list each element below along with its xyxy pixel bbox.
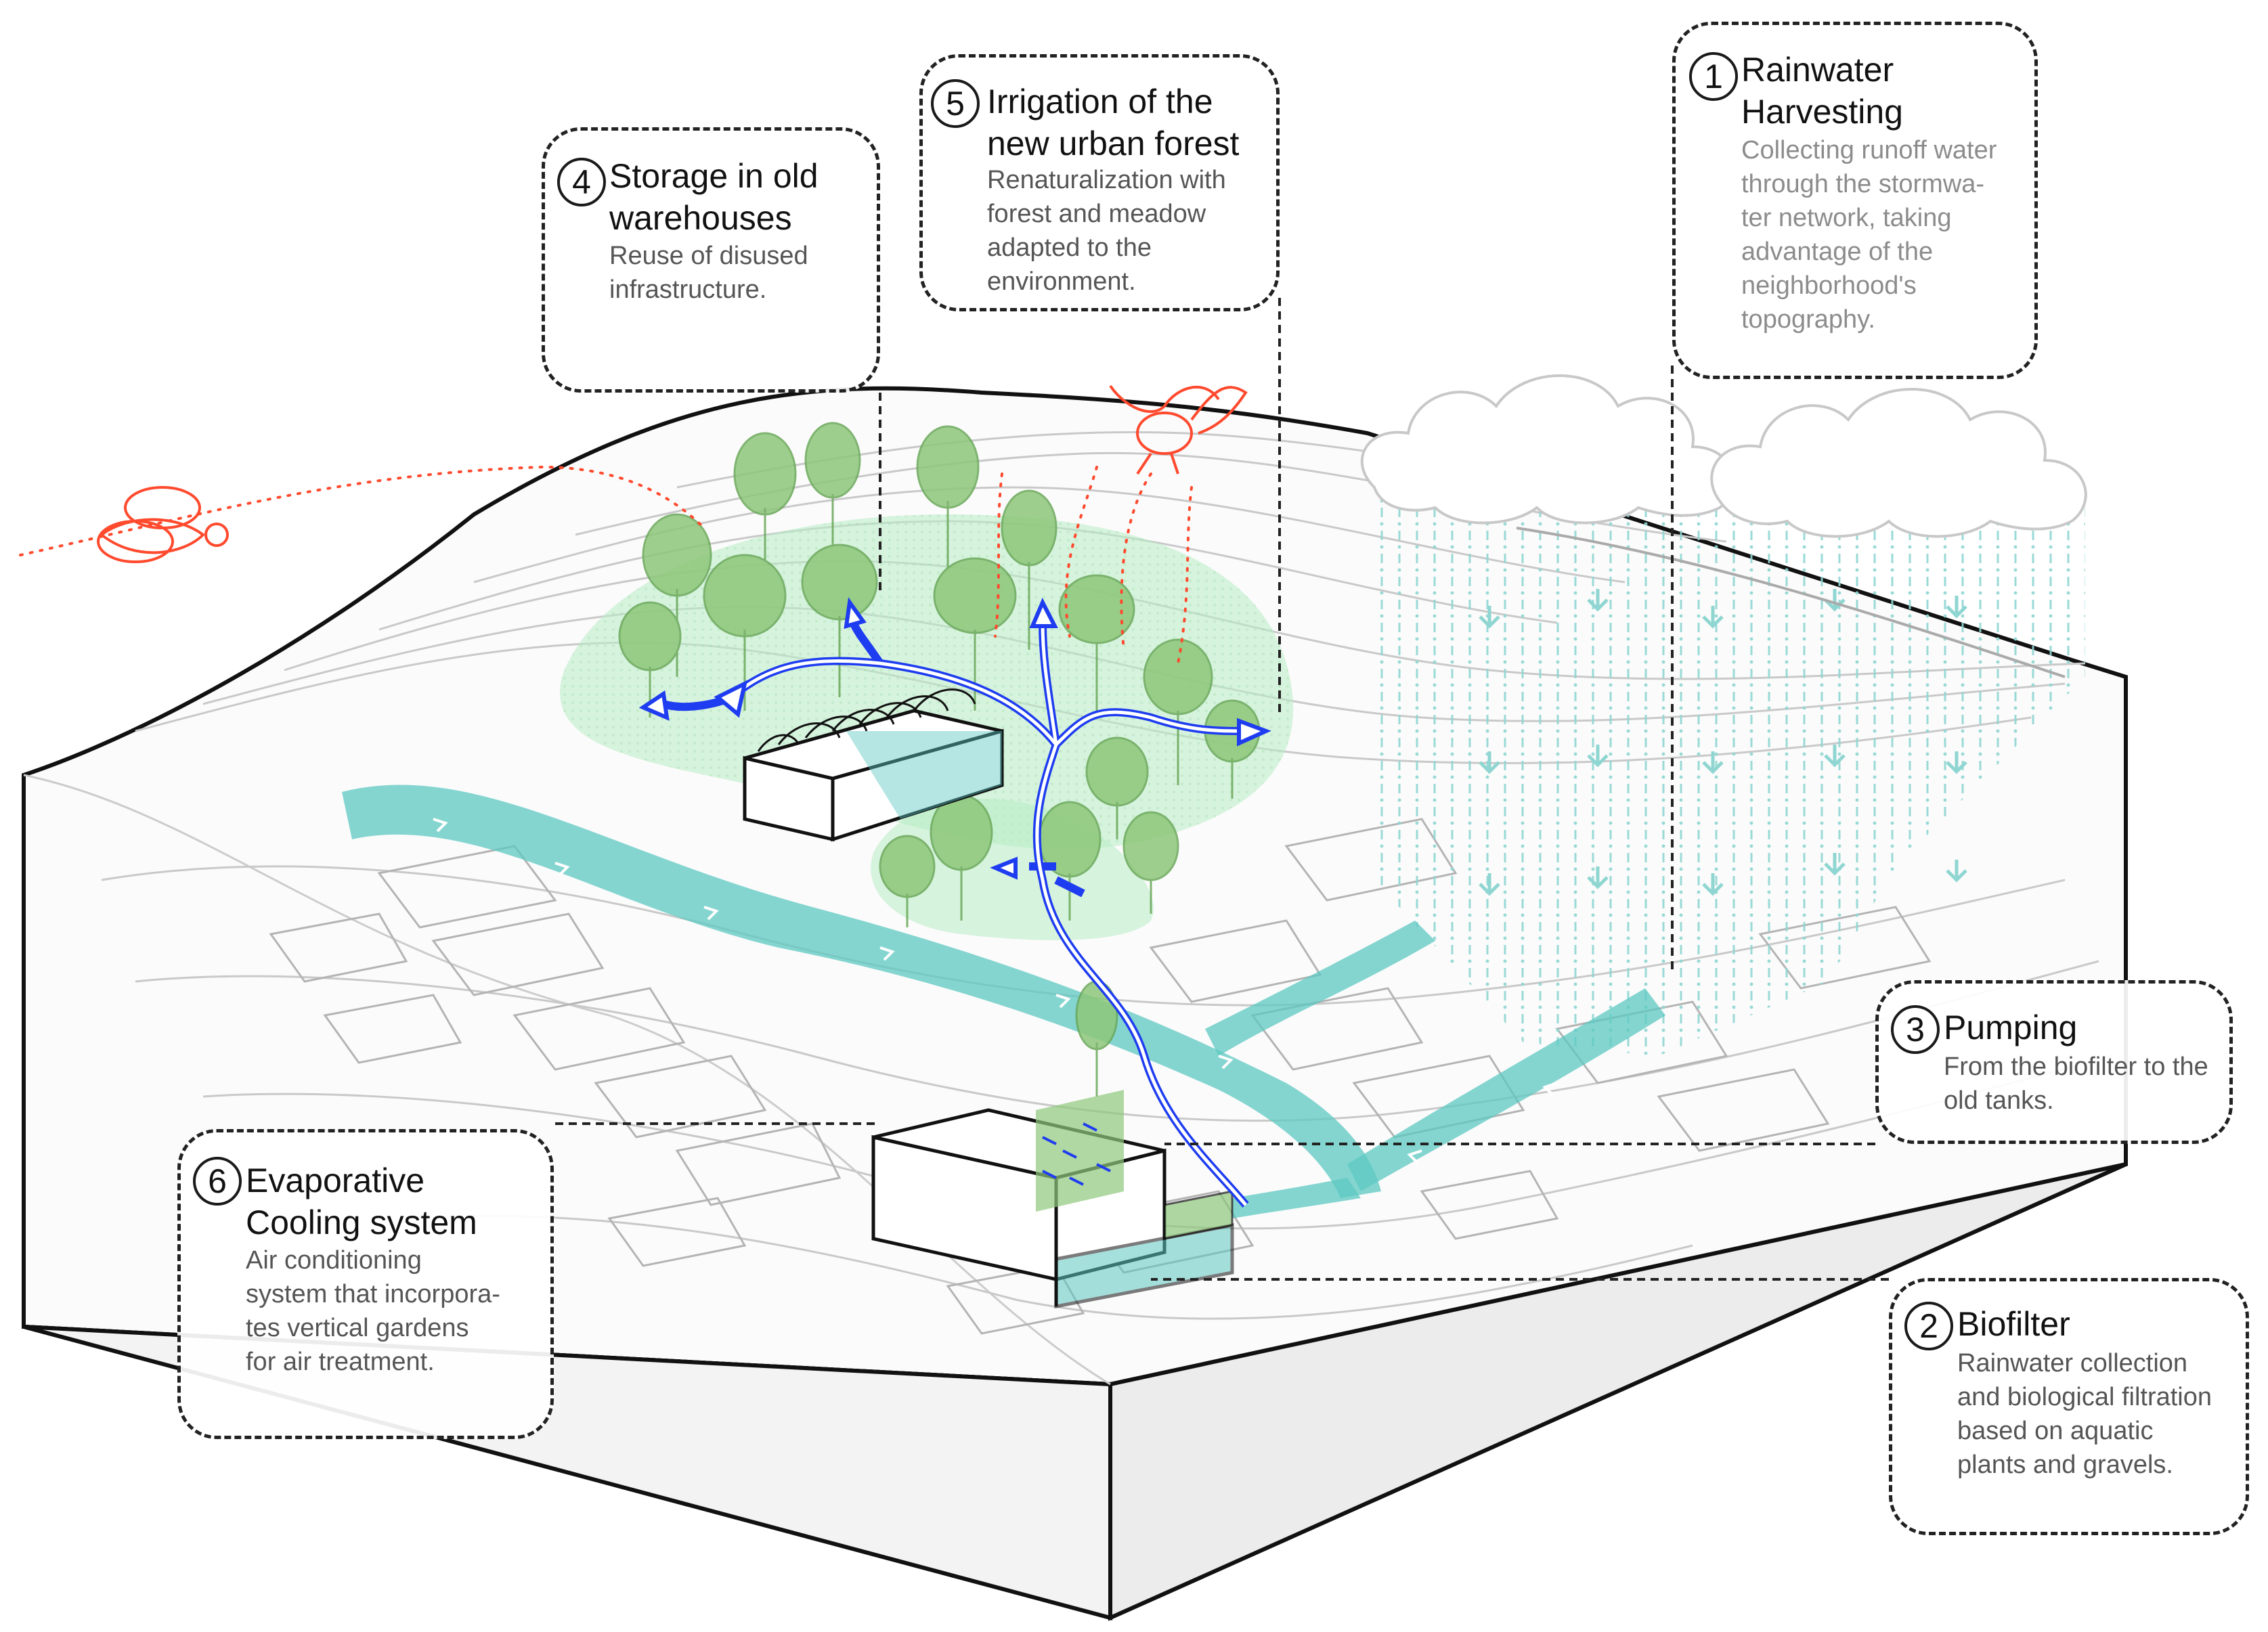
callout-description: Collecting runoff water: [1741, 136, 1997, 164]
callout-description: environment.: [987, 267, 1136, 296]
callout-description: Renaturalization with: [987, 166, 1226, 194]
warehouse-icon: [743, 688, 1004, 842]
callout-title: Evaporative: [246, 1162, 425, 1199]
cloud-icon: [1360, 374, 2087, 538]
leader-lines: [555, 298, 1889, 1281]
callout-description: Rainwater collection: [1957, 1349, 2188, 1377]
callout-description: neighborhood's: [1741, 271, 1917, 300]
callout-description: based on aquatic: [1957, 1417, 2154, 1445]
callout-number-badge: 6: [193, 1157, 242, 1206]
callout-title: warehouses: [609, 199, 792, 237]
bee-flight-path: [19, 465, 705, 556]
callout-description: advantage of the: [1741, 238, 1934, 266]
callout-biofilter: 2 Biofilter Rainwater collection and bio…: [1889, 1278, 2249, 1535]
callout-description: infrastructure.: [609, 275, 767, 304]
callout-description: forest and meadow: [987, 200, 1206, 228]
callout-description: old tanks.: [1944, 1086, 2054, 1115]
callout-description: Reuse of disused: [609, 242, 808, 270]
callout-title: Harvesting: [1741, 93, 1903, 131]
bird-flight-paths: [994, 466, 1193, 665]
callout-number-badge: 1: [1689, 52, 1738, 101]
bird-icon: [1109, 384, 1248, 475]
runoff-channels: [342, 785, 1665, 1218]
bee-icon: [97, 486, 229, 563]
callout-description: Air conditioning: [246, 1246, 422, 1275]
tree-icon: [618, 422, 1261, 1097]
callout-title: Irrigation of the: [987, 83, 1213, 120]
callout-title: Cooling system: [246, 1204, 477, 1241]
callout-description: and biological filtration: [1957, 1383, 2212, 1411]
vertical-garden-icon: [1036, 1090, 1124, 1212]
callout-description: adapted to the: [987, 234, 1152, 262]
irrigation-pipe-inner: [730, 622, 1247, 1206]
pipe-arrowheads: [638, 597, 1271, 880]
callout-number-badge: 2: [1904, 1302, 1953, 1350]
callout-title: Pumping: [1944, 1009, 2078, 1046]
callout-number-badge: 5: [931, 79, 980, 128]
callout-title: Biofilter: [1957, 1305, 2070, 1343]
callout-pumping: 3 Pumping From the biofilter to the old …: [1875, 980, 2233, 1144]
callout-storage: 4 Storage in old warehouses Reuse of dis…: [542, 127, 880, 393]
city-blocks: [269, 818, 1932, 1335]
callout-irrigation: 5 Irrigation of the new urban forest Ren…: [919, 54, 1280, 311]
callout-evaporative-cooling: 6 Evaporative Cooling system Air conditi…: [177, 1129, 554, 1439]
callout-description: system that incorpora-: [246, 1280, 500, 1308]
callout-number-badge: 3: [1891, 1005, 1940, 1054]
callout-description: for air treatment.: [246, 1348, 435, 1376]
rain-icon: [1374, 474, 2085, 1056]
callout-number-badge: 4: [557, 158, 606, 206]
callout-description: ter network, taking: [1741, 204, 1952, 232]
callout-description: topography.: [1741, 305, 1875, 334]
callout-description: tes vertical gardens: [246, 1314, 469, 1342]
callout-description: From the biofilter to the: [1944, 1053, 2208, 1081]
callout-description: plants and gravels.: [1957, 1451, 2173, 1479]
callout-rainwater-harvesting: 1 Rainwater Harvesting Collecting runoff…: [1672, 22, 2038, 379]
callout-description: through the stormwa-: [1741, 170, 1985, 198]
callout-title: Storage in old: [609, 157, 819, 195]
callout-title: new urban forest: [987, 125, 1240, 162]
callout-title: Rainwater: [1741, 51, 1894, 89]
